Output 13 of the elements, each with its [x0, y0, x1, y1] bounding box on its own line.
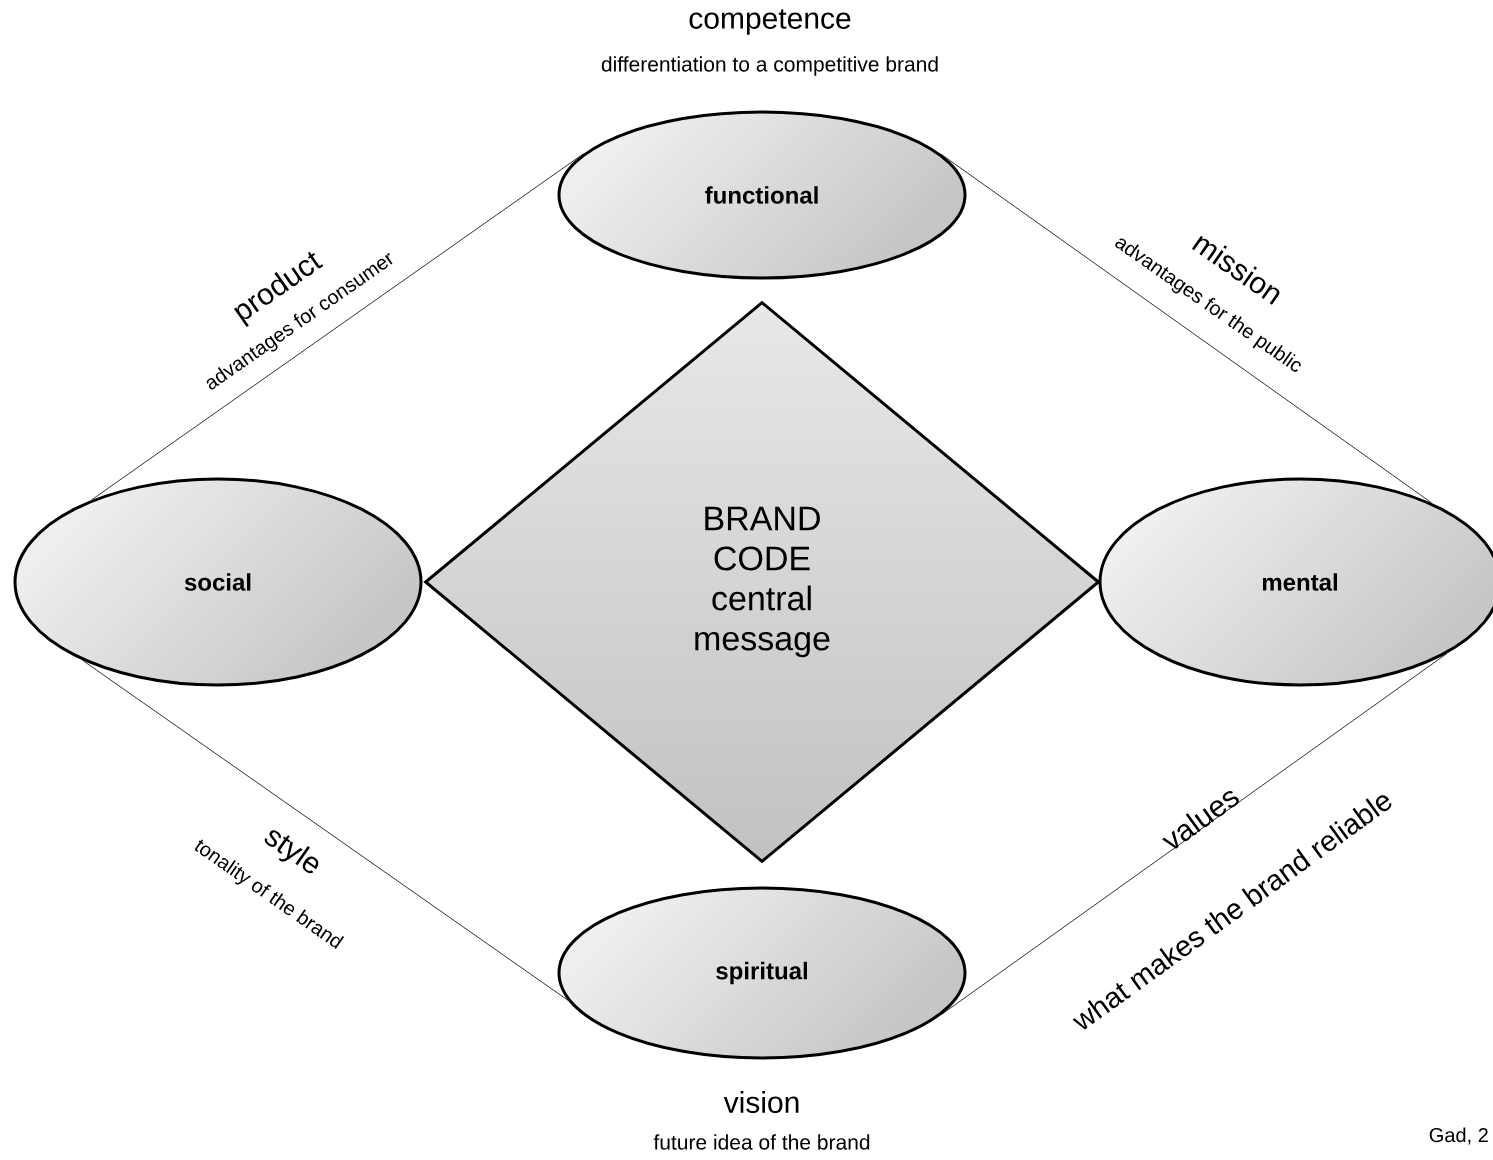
connector-line [940, 153, 1433, 504]
citation-text: Gad, 2 [1429, 1127, 1488, 1145]
caption-text: vision [723, 1091, 799, 1114]
caption-text: future idea of the brand [653, 1134, 870, 1150]
connector-line [91, 153, 584, 501]
ellipse-node: functional [557, 110, 967, 280]
connector-line [82, 659, 569, 1001]
caption-text: competence [689, 9, 851, 35]
ellipse-node: social [13, 477, 423, 687]
ellipse-node: spiritual [557, 886, 967, 1060]
edge-label: style [264, 830, 319, 874]
connector-line [941, 653, 1448, 1015]
caption-text: differentiation to a competitive brand [601, 56, 938, 76]
